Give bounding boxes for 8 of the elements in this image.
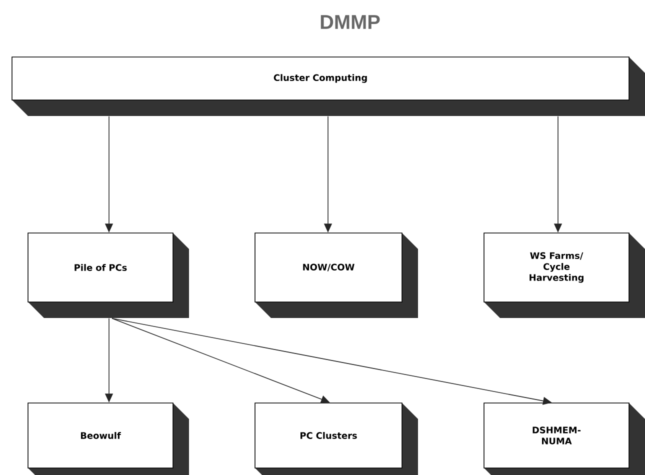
block-box: Cluster Computing	[12, 56, 645, 116]
block-box: Beowulf	[28, 402, 189, 475]
block-box: DSHMEM-NUMA	[484, 402, 645, 475]
block-box: PC Clusters	[254, 402, 418, 475]
block-box: WS Farms/ Cycle Harvesting	[484, 232, 645, 318]
block-box: NOW/COW	[254, 232, 418, 318]
block-box: Pile of PCs	[28, 232, 189, 318]
title: DMMP	[320, 15, 380, 29]
